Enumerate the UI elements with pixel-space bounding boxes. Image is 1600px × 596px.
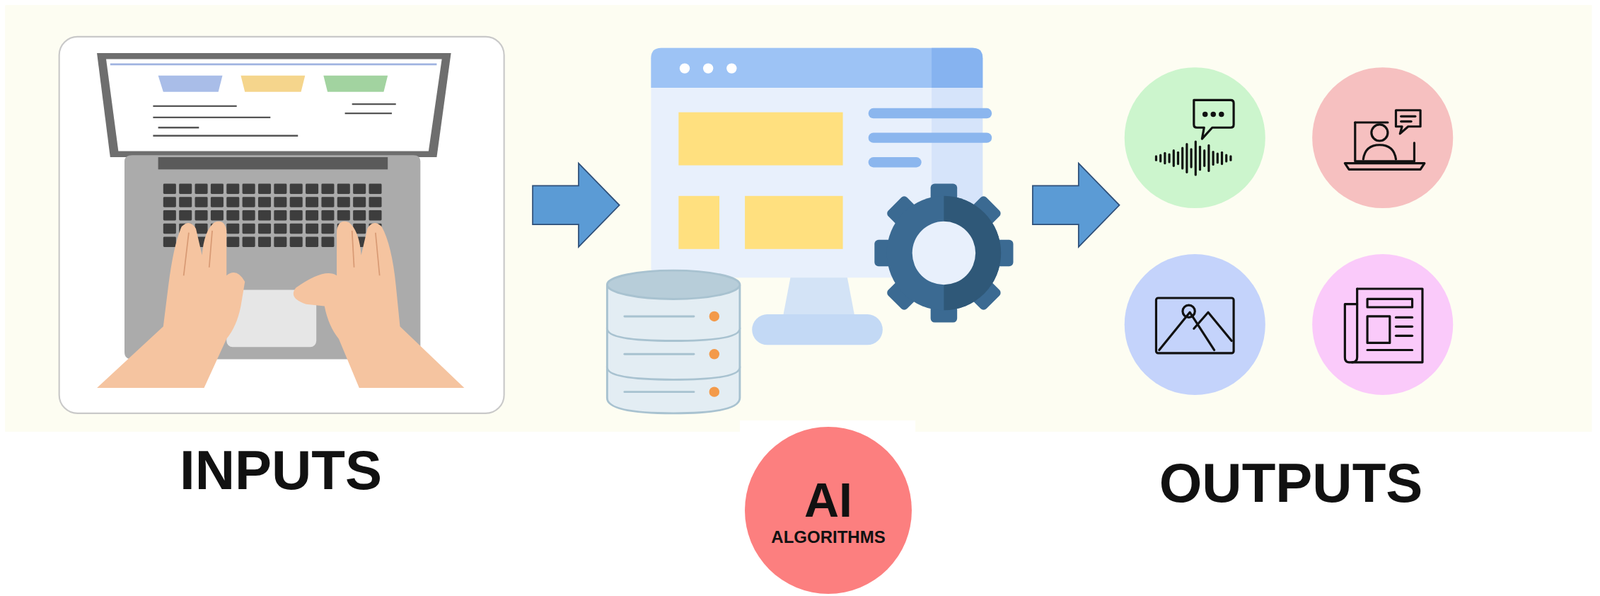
computer-illustration xyxy=(606,48,1013,414)
node-title: AI xyxy=(804,474,853,525)
output-icons xyxy=(1124,67,1454,395)
database-symbol xyxy=(606,270,740,414)
laptop-illustration xyxy=(59,36,505,414)
background-band xyxy=(4,4,1592,432)
algorithm-circle: AI ALGORITHMS xyxy=(744,426,912,594)
section-heading: OUTPUTS xyxy=(1159,450,1424,515)
node-subtitle: ALGORITHMS xyxy=(770,527,885,546)
section-heading: INPUTS xyxy=(179,437,382,503)
